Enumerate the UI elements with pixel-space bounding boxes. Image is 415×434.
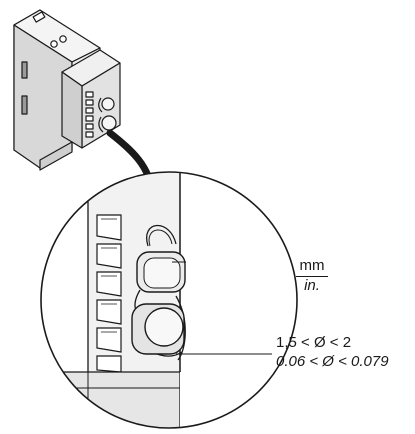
rail-clip-lower xyxy=(21,95,28,115)
detail-base xyxy=(41,371,181,428)
diameter-mm-label: 1,5 < Ø < 2 xyxy=(276,334,352,351)
zoom-detail xyxy=(40,171,298,429)
sealing-wire xyxy=(146,224,177,247)
diameter-inch-label: 0.06 < Ø < 0.079 xyxy=(276,353,389,370)
unit-inch-label: in. xyxy=(304,277,320,294)
module-foot xyxy=(39,141,73,171)
terminal-slots xyxy=(85,91,94,138)
unit-fraction-bar xyxy=(296,276,328,277)
top-label-block xyxy=(32,11,46,23)
zoom-circle-outline xyxy=(40,171,298,429)
connector-upper xyxy=(101,97,115,111)
detail-terminal-slots xyxy=(96,214,122,373)
terminal-screw xyxy=(59,35,67,43)
din-rail-module xyxy=(13,9,121,171)
connector-lower xyxy=(101,115,117,131)
rail-clip-upper xyxy=(21,61,28,79)
detail-connector-lower xyxy=(144,307,184,347)
unit-mm-label: mm xyxy=(299,257,325,274)
module-lower-side xyxy=(61,71,83,149)
terminal-screw xyxy=(50,40,58,48)
